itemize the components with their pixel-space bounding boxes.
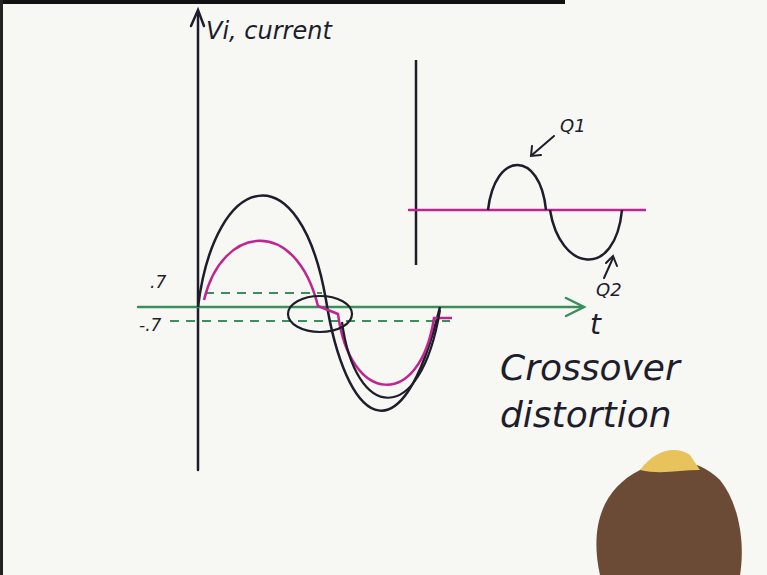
marker [640,450,700,472]
leader-arrow [531,146,541,156]
hand [596,461,741,575]
axis-label: t [590,310,601,341]
threshold-line [170,320,450,322]
axis-arrow [191,10,204,26]
crossover-circle [288,296,352,332]
inset-baseline [408,209,646,212]
inset-axis [415,60,418,265]
threshold-value: .7 [150,273,166,292]
q2-half-wave [550,210,622,260]
leader-line [532,136,554,155]
q1-half-wave [488,165,546,210]
axis-label: Vi, current [206,18,332,44]
y-axis [197,14,200,470]
threshold-value: -.7 [139,316,161,335]
transistor-label: Q1 [560,116,586,136]
t-axis [138,306,582,309]
threshold-line [205,292,322,294]
frame-edge [0,0,3,575]
output-current [342,310,440,398]
axis-arrow [566,298,584,316]
note: Crossover distortion [500,345,730,439]
leader-arrow [606,256,617,266]
frame-edge [0,0,565,4]
transistor-label: Q2 [596,280,622,300]
